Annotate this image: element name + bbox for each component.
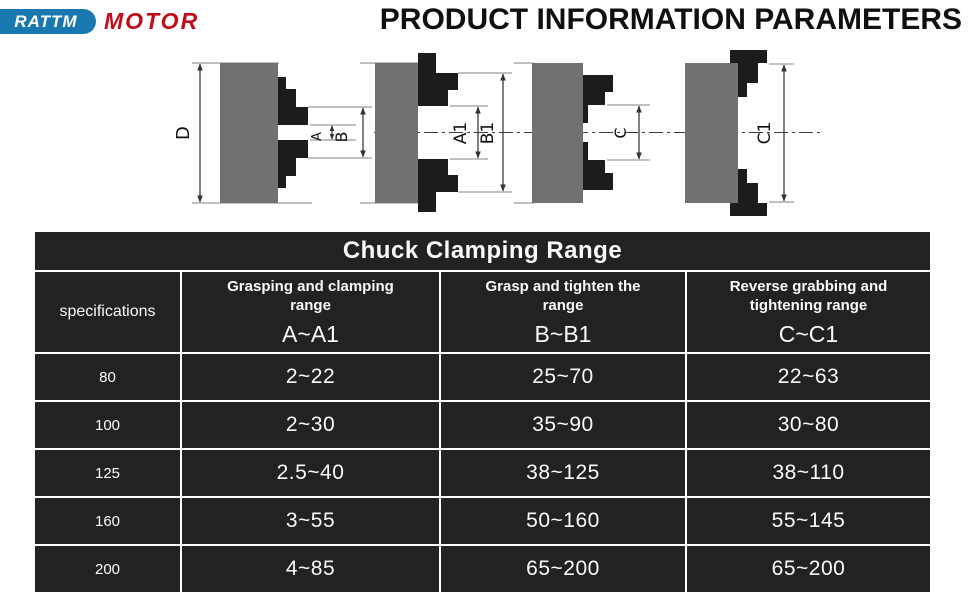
range-cell: 25~70: [439, 352, 687, 402]
diagram-chuck-open: A1 B1: [360, 53, 512, 212]
logo-brand-text: RATTM: [14, 11, 78, 31]
chuck-jaw-bottom: [583, 142, 613, 190]
table-row: 100 2~30 35~90 30~80: [35, 400, 930, 450]
table-title: Chuck Clamping Range: [35, 232, 930, 272]
clamping-range-table: Chuck Clamping Range specifications Gras…: [35, 232, 930, 592]
diagram-chuck-step: C: [514, 62, 650, 204]
col-header-tighten-range: Grasp and tighten the range B~B1: [439, 270, 687, 354]
chuck-jaw-top: [278, 77, 308, 125]
chuck-body: [685, 63, 738, 203]
range-cell: 22~63: [685, 352, 930, 402]
range-cell: 4~85: [180, 544, 441, 592]
col-header-label: Grasp and tighten the range: [485, 278, 641, 314]
table-row: 200 4~85 65~200 65~200: [35, 544, 930, 592]
chuck-jaw-top: [730, 50, 767, 97]
range-cell: 65~200: [439, 544, 687, 592]
range-cell: 65~200: [685, 544, 930, 592]
table-row: 80 2~22 25~70 22~63: [35, 352, 930, 402]
range-cell: 38~125: [439, 448, 687, 498]
dim-label-d: D: [173, 126, 194, 140]
col-header-range: C~C1: [778, 320, 839, 347]
chuck-jaw-bottom: [730, 169, 767, 216]
dim-label-b1: B1: [478, 122, 498, 144]
col-header-range: B~B1: [534, 320, 592, 347]
col-header-label: Reverse grabbing and tightening range: [729, 278, 888, 314]
chuck-body: [532, 63, 583, 203]
range-cell: 2.5~40: [180, 448, 441, 498]
col-header-specifications: specifications: [35, 270, 182, 354]
page-title: PRODUCT INFORMATION PARAMETERS: [379, 3, 962, 36]
col-header-range: A~A1: [282, 320, 339, 347]
dim-label-a1: A1: [451, 122, 471, 144]
chuck-body: [375, 63, 418, 203]
diagram-chuck-reversed: C1: [685, 50, 794, 216]
dim-label-b: B: [332, 132, 351, 143]
spec-cell: 125: [35, 448, 182, 498]
range-cell: 38~110: [685, 448, 930, 498]
range-cell: 3~55: [180, 496, 441, 546]
chuck-dimension-diagrams: D A B A1 B1: [0, 48, 970, 220]
range-cell: 55~145: [685, 496, 930, 546]
range-cell: 50~160: [439, 496, 687, 546]
dim-label-a: A: [310, 132, 325, 141]
col-header-label: Grasping and clamping range: [227, 278, 394, 314]
table-header-row: specifications Grasping and clamping ran…: [35, 270, 930, 354]
chuck-jaw-bottom: [418, 159, 458, 212]
spec-cell: 100: [35, 400, 182, 450]
chuck-diagrams-svg: D A B A1 B1: [173, 50, 820, 216]
chuck-jaw-top: [418, 53, 458, 106]
table-row: 160 3~55 50~160 55~145: [35, 496, 930, 546]
dim-label-c: C: [611, 127, 630, 138]
diagram-chuck-front: D A B: [173, 62, 372, 204]
range-cell: 2~30: [180, 400, 441, 450]
spec-cell: 80: [35, 352, 182, 402]
logo-motor-text: MOTOR: [104, 8, 200, 34]
table-row: 125 2.5~40 38~125 38~110: [35, 448, 930, 498]
range-cell: 30~80: [685, 400, 930, 450]
chuck-jaw-top: [583, 75, 613, 123]
logo-rattm-badge: RATTM: [0, 9, 96, 34]
range-cell: 2~22: [180, 352, 441, 402]
chuck-body: [220, 63, 278, 203]
col-header-grasping-range: Grasping and clamping range A~A1: [180, 270, 441, 354]
chuck-jaw-bottom: [278, 140, 308, 188]
dim-label-c1: C1: [755, 122, 775, 145]
col-header-reverse-range: Reverse grabbing and tightening range C~…: [685, 270, 930, 354]
range-cell: 35~90: [439, 400, 687, 450]
spec-cell: 160: [35, 496, 182, 546]
spec-cell: 200: [35, 544, 182, 592]
